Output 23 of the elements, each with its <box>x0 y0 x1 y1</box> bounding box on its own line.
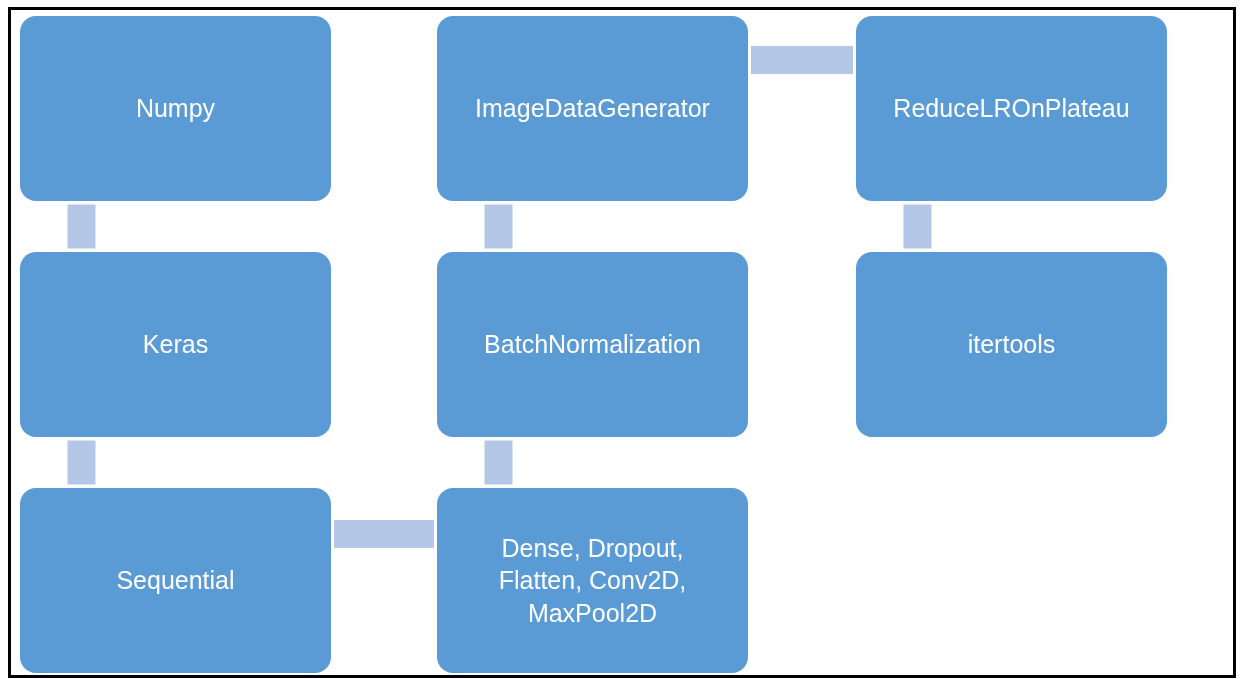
process-box <box>20 16 331 201</box>
box-label: ImageDataGenerator <box>475 93 710 125</box>
box-label: itertools <box>967 329 1056 361</box>
box-label: Dense, Dropout, Flatten, Conv2D, MaxPool2D <box>497 532 688 629</box>
process-box <box>437 488 748 673</box>
connector-bar <box>334 520 434 548</box>
process-box <box>856 16 1167 201</box>
connector-bar <box>67 204 96 249</box>
connector-bar <box>903 204 932 249</box>
process-box <box>20 252 331 437</box>
connector-bar <box>484 204 513 249</box>
box-label: Keras <box>142 329 209 361</box>
box-label: Sequential <box>116 565 235 597</box>
process-box <box>437 16 748 201</box>
box-label: ReduceLROnPlateau <box>893 93 1130 125</box>
connector-bar <box>751 46 853 74</box>
box-label: BatchNormalization <box>484 329 701 361</box>
process-box <box>856 252 1167 437</box>
process-box <box>20 488 331 673</box>
connector-bar <box>484 440 513 485</box>
process-box <box>437 252 748 437</box>
connector-bar <box>67 440 96 485</box>
box-label: Numpy <box>135 93 216 125</box>
